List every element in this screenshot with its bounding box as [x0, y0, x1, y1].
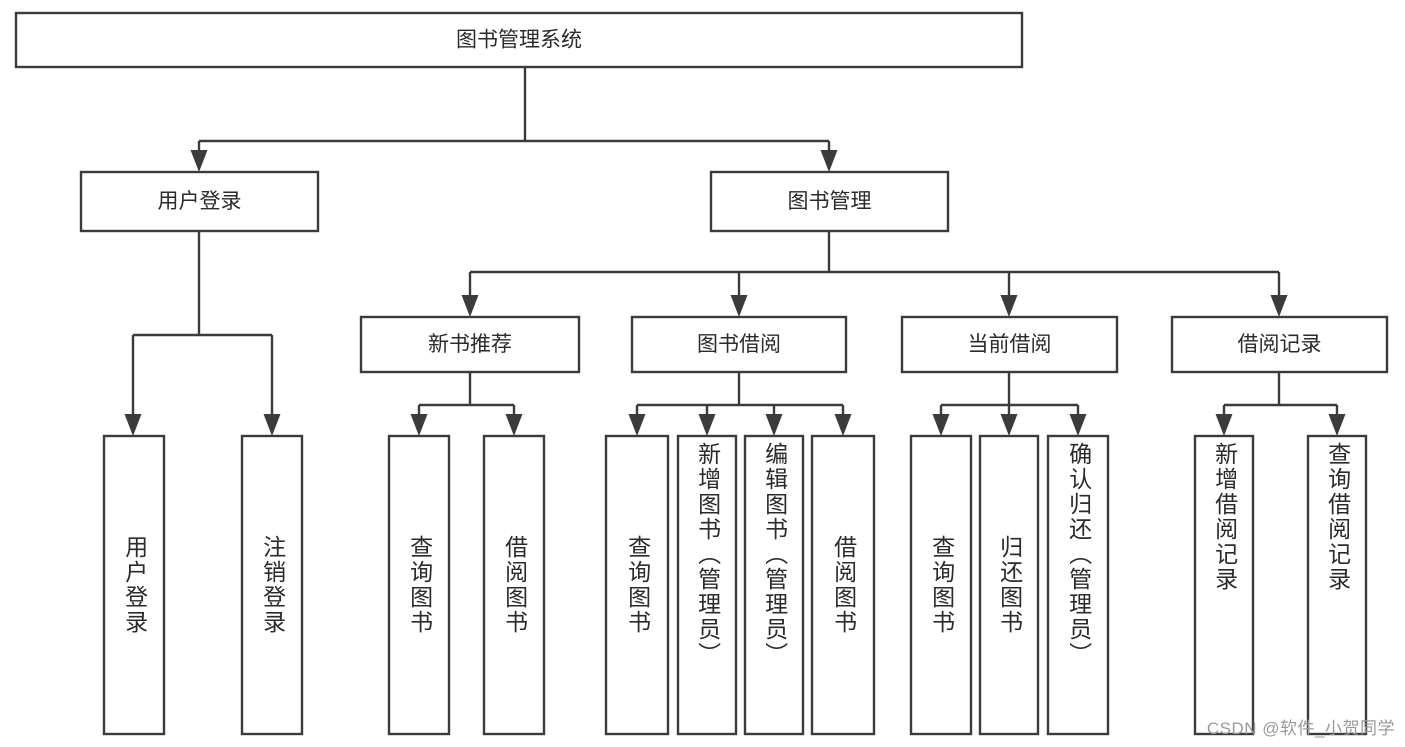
node-box-root[interactable] [14, 11, 1024, 69]
node-box-l1_book[interactable] [709, 170, 950, 233]
node-box-l3_c2[interactable] [676, 434, 738, 736]
connector-root-bus [190, 67, 838, 172]
node-box-l2_record[interactable] [1170, 315, 1389, 374]
node-box-l2_current[interactable] [900, 315, 1119, 374]
node-box-l2_borrow[interactable] [630, 315, 848, 374]
node-label-root: 图书管理系统 [456, 29, 582, 52]
node-box-l3_b1[interactable] [387, 434, 451, 736]
node-label-l2_record: 借阅记录 [1238, 333, 1322, 356]
node-box-l3_d2[interactable] [978, 434, 1040, 736]
node-box-l1_user[interactable] [79, 170, 320, 233]
connector-newbook-bus [410, 372, 523, 436]
node-label-l2_newbook: 新书推荐 [428, 333, 512, 356]
connector-layer [124, 67, 1346, 436]
node-box-l3_b2[interactable] [482, 434, 546, 736]
node-box-l2_newbook[interactable] [359, 315, 581, 374]
connector-user-login-bus [124, 231, 281, 436]
node-box-l3_c1[interactable] [604, 434, 670, 736]
node-box-l3_a1[interactable] [102, 434, 166, 736]
node-label-l1_book: 图书管理 [788, 190, 872, 213]
node-box-l3_e1[interactable] [1193, 434, 1255, 736]
connector-current-bus [932, 372, 1087, 436]
connector-record-bus [1215, 372, 1346, 436]
node-box-l3_c4[interactable] [810, 434, 876, 736]
node-box-l3_d3[interactable] [1046, 434, 1110, 736]
node-box-l3_c3[interactable] [743, 434, 805, 736]
node-box-layer [14, 11, 1389, 736]
node-box-l3_a2[interactable] [240, 434, 304, 736]
connector-book-mgmt-bus [461, 231, 1288, 317]
connector-borrow-bus [628, 372, 852, 436]
node-label-l2_borrow: 图书借阅 [697, 333, 781, 356]
node-label-l1_user: 用户登录 [158, 190, 242, 213]
node-label-l2_current: 当前借阅 [968, 333, 1052, 356]
csdn-watermark: CSDN @软件_小贺同学 [1206, 719, 1395, 738]
node-box-l3_d1[interactable] [909, 434, 973, 736]
node-box-l3_e2[interactable] [1306, 434, 1368, 736]
